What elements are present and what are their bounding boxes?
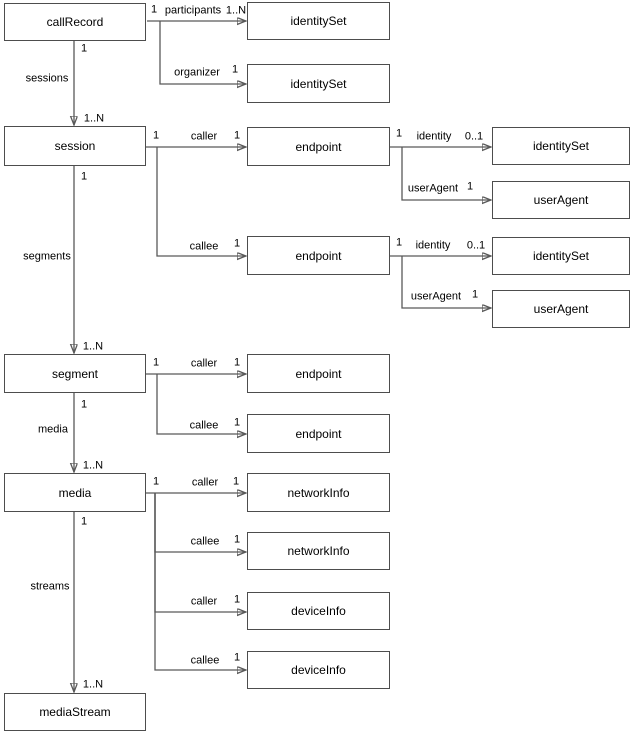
- sessions-target-mult: 1..N: [83, 112, 105, 125]
- callee-identity-label: identity: [415, 239, 451, 252]
- caller-identity-label: identity: [416, 130, 452, 143]
- node-endpoint-segment-caller: endpoint: [247, 354, 390, 393]
- segments-source-mult: 1: [80, 170, 88, 183]
- media-caller-device-target-mult: 1: [233, 593, 241, 606]
- node-endpoint-session-caller: endpoint: [247, 127, 390, 166]
- sessions-source-mult: 1: [80, 42, 88, 55]
- streams-source-mult: 1: [80, 515, 88, 528]
- media-caller-device-label: caller: [190, 595, 218, 608]
- caller-useragent-target-mult: 1: [466, 180, 474, 193]
- caller-useragent-label: userAgent: [407, 182, 459, 195]
- node-useragent-callee: userAgent: [492, 290, 630, 328]
- node-networkinfo-caller: networkInfo: [247, 473, 390, 512]
- node-media: media: [4, 473, 146, 512]
- node-segment: segment: [4, 354, 146, 393]
- edge-media-callee-device-line: [154, 493, 246, 670]
- node-deviceinfo-caller: deviceInfo: [247, 592, 390, 630]
- segment-caller-target-mult: 1: [233, 356, 241, 369]
- caller-identity-target-mult: 0..1: [464, 130, 484, 143]
- node-endpoint-segment-callee: endpoint: [247, 414, 390, 453]
- segments-label: segments: [23, 250, 71, 263]
- streams-label: streams: [30, 580, 70, 593]
- media-callee-network-target-mult: 1: [233, 533, 241, 546]
- segment-caller-source-mult: 1: [152, 356, 160, 369]
- media-caller-network-source-mult: 1: [152, 475, 160, 488]
- organizer-target-mult: 1: [231, 63, 239, 76]
- node-identityset-callee-identity: identitySet: [492, 237, 630, 275]
- edge-caller-useragent-line: [401, 147, 491, 200]
- participants-source-mult: 1: [150, 3, 158, 16]
- segment-caller-label: caller: [190, 357, 218, 370]
- node-endpoint-session-callee: endpoint: [247, 236, 390, 275]
- node-networkinfo-callee: networkInfo: [247, 532, 390, 570]
- session-caller-target-mult: 1: [233, 129, 241, 142]
- session-caller-label: caller: [190, 130, 218, 143]
- node-mediastream: mediaStream: [4, 693, 146, 731]
- node-identityset-caller-identity: identitySet: [492, 127, 630, 165]
- node-deviceinfo-callee: deviceInfo: [247, 651, 390, 689]
- media-source-mult: 1: [80, 398, 88, 411]
- media-target-mult: 1..N: [82, 459, 104, 472]
- node-callrecord: callRecord: [4, 3, 146, 41]
- node-session: session: [4, 126, 146, 166]
- media-label: media: [38, 423, 68, 436]
- participants-target-mult: 1..N: [225, 4, 247, 17]
- session-caller-source-mult: 1: [152, 129, 160, 142]
- media-callee-device-target-mult: 1: [233, 651, 241, 664]
- organizer-label: organizer: [174, 66, 220, 79]
- callee-useragent-label: userAgent: [410, 290, 462, 303]
- node-identityset-participants: identitySet: [247, 2, 390, 40]
- sessions-label: sessions: [25, 72, 69, 85]
- session-callee-target-mult: 1: [233, 237, 241, 250]
- streams-target-mult: 1..N: [82, 678, 104, 691]
- segments-target-mult: 1..N: [82, 340, 104, 353]
- node-identityset-organizer: identitySet: [247, 64, 390, 103]
- callee-identity-target-mult: 0..1: [466, 239, 486, 252]
- callee-useragent-target-mult: 1: [471, 288, 479, 301]
- media-callee-network-label: callee: [190, 535, 220, 548]
- participants-label: participants: [164, 4, 222, 17]
- node-useragent-caller: userAgent: [492, 181, 630, 219]
- edge-organizer-line: [159, 21, 246, 84]
- media-caller-network-target-mult: 1: [232, 475, 240, 488]
- segment-callee-label: callee: [189, 419, 219, 432]
- media-callee-device-label: callee: [190, 654, 220, 667]
- caller-identity-source-mult: 1: [395, 127, 403, 140]
- segment-callee-target-mult: 1: [233, 416, 241, 429]
- media-caller-network-label: caller: [191, 476, 219, 489]
- edge-segment-callee-line: [156, 374, 246, 434]
- session-callee-label: callee: [189, 240, 219, 253]
- edge-session-callee-line: [156, 147, 246, 256]
- callee-identity-source-mult: 1: [395, 236, 403, 249]
- edge-callee-useragent-line: [401, 256, 491, 308]
